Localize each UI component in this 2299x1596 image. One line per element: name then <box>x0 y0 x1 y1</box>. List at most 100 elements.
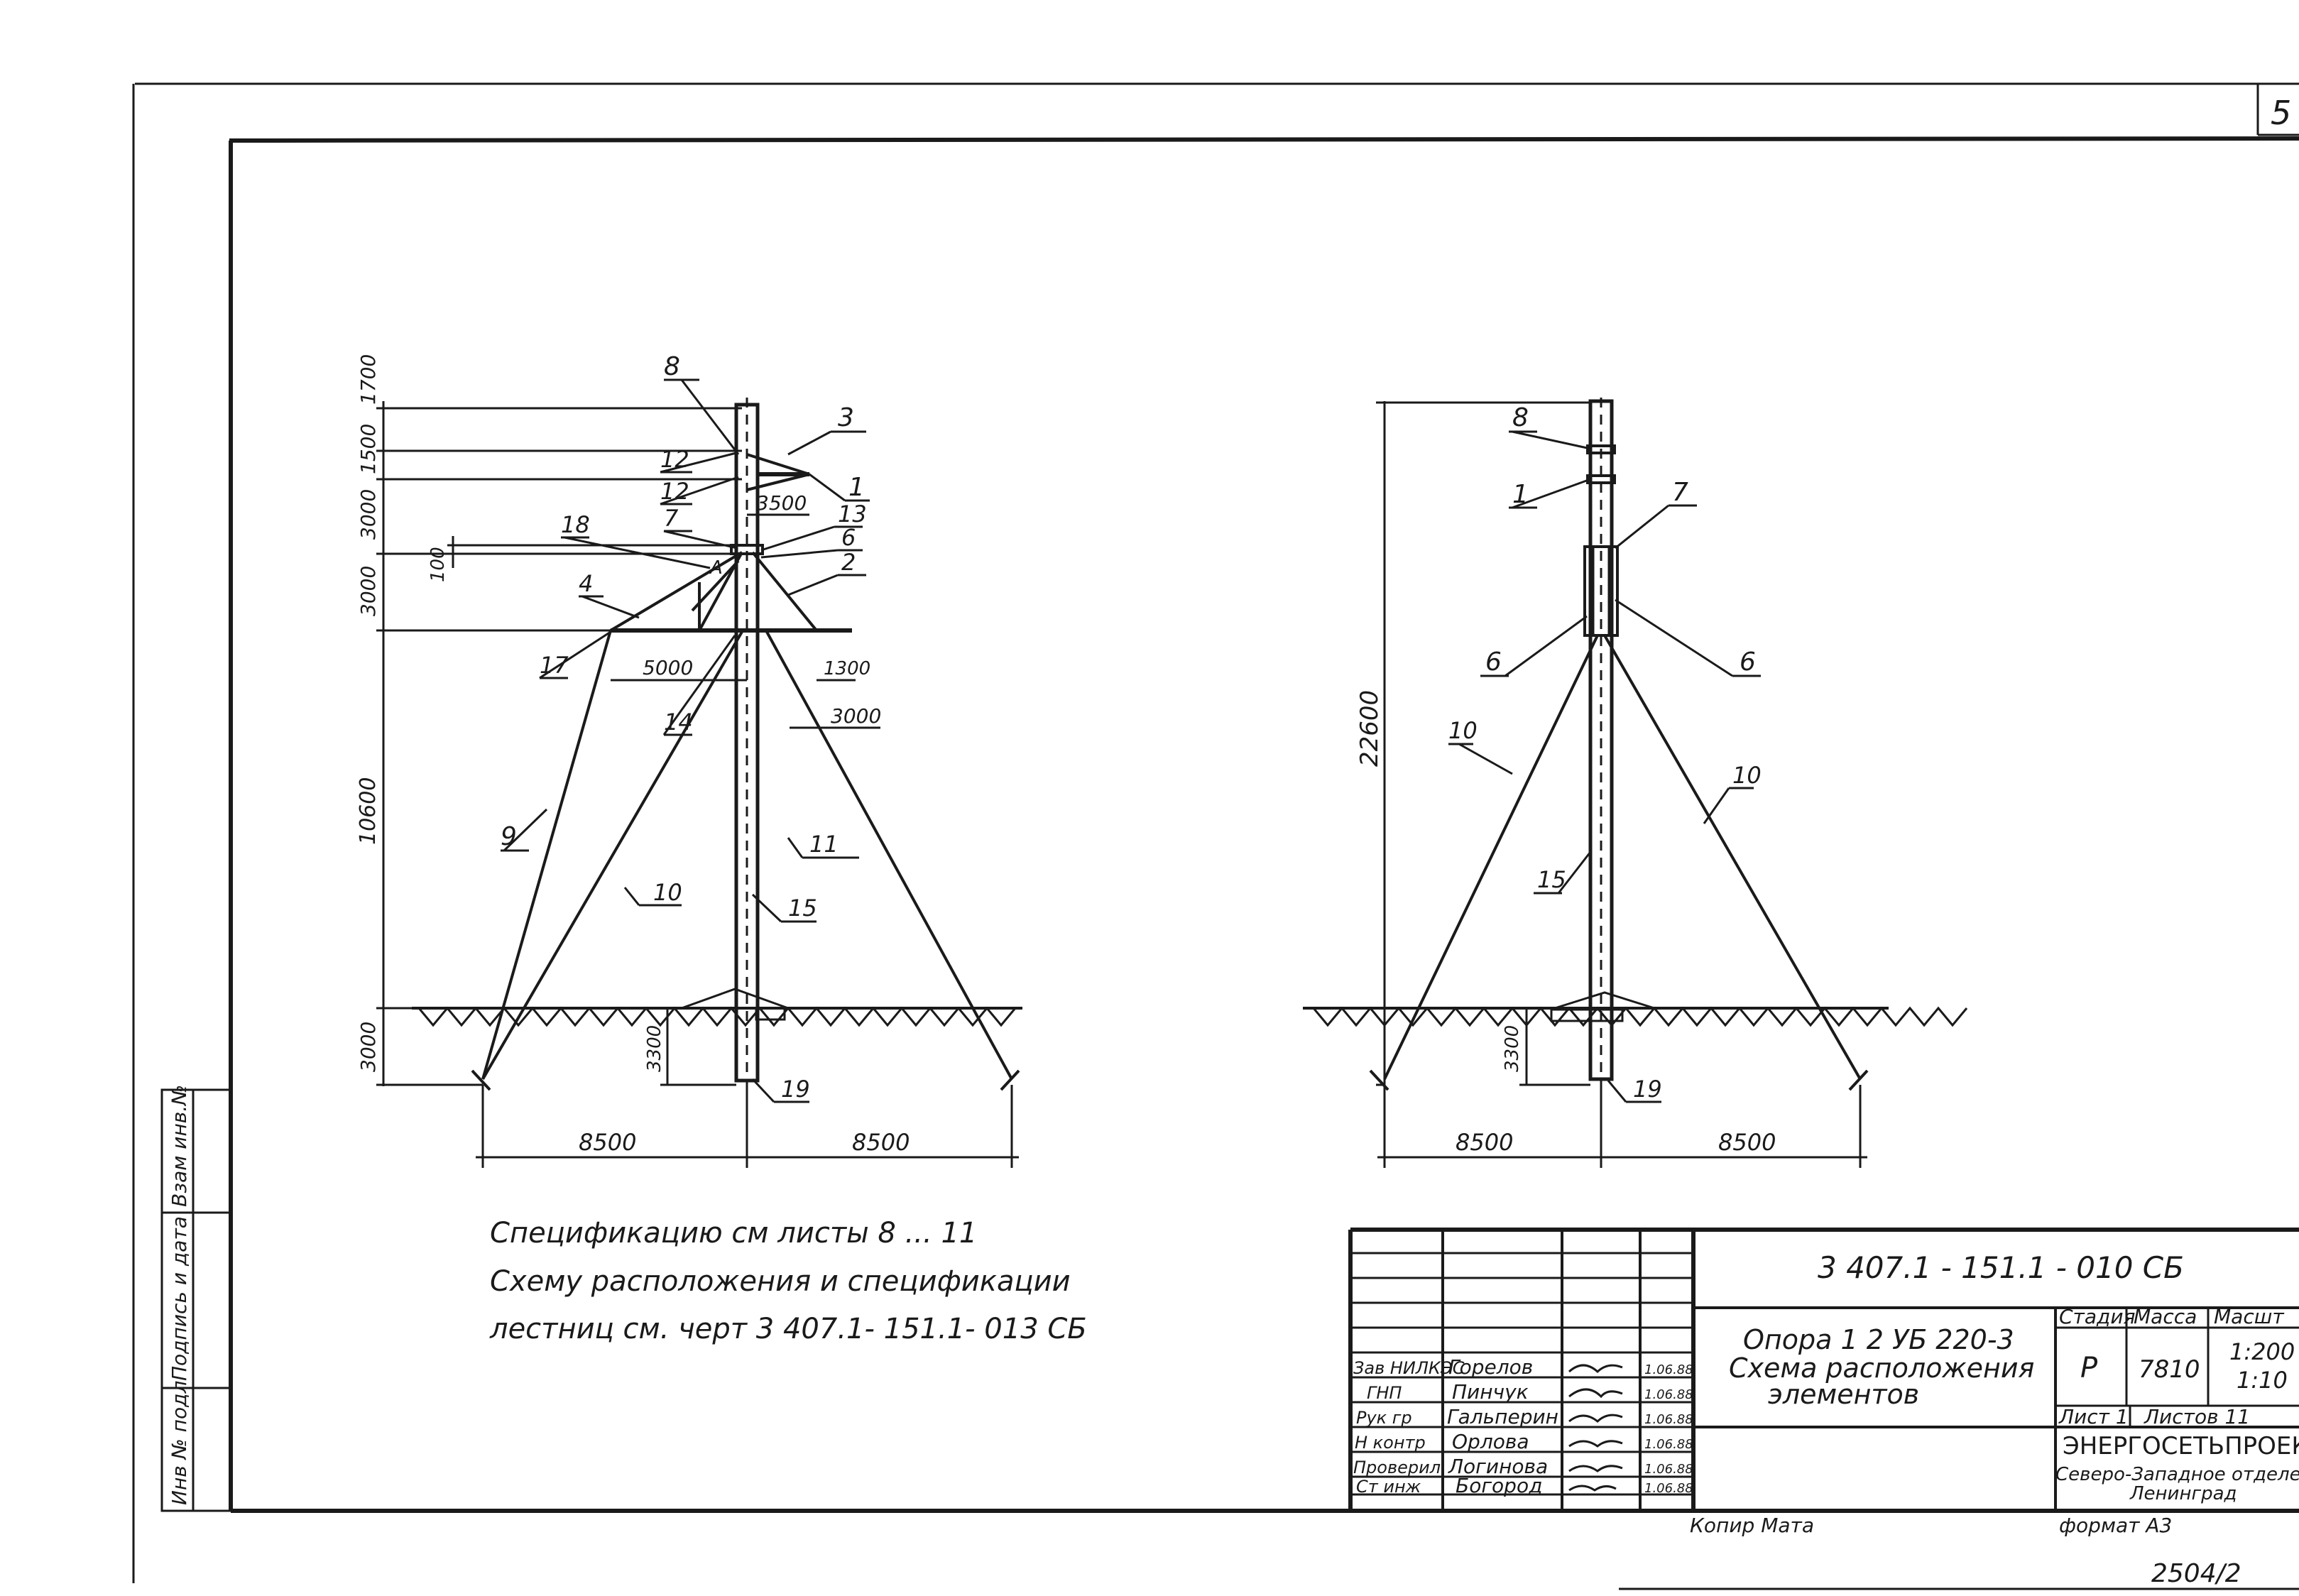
mass-value: 7810 <box>2139 1355 2200 1384</box>
left-label-2: 2 <box>841 549 856 576</box>
org-dept: Северо-Западное отделени <box>2055 1464 2299 1485</box>
signer-row: ГНП Пинчук 1.06.88 <box>1367 1380 1693 1404</box>
left-label-4: 4 <box>579 570 593 597</box>
right-label-7: 7 <box>1672 478 1688 507</box>
mass-header: Масса <box>2134 1305 2197 1328</box>
left-dim-1500: 1500 <box>356 424 380 474</box>
signature-mark <box>1568 1440 1623 1448</box>
signer-name: Богород <box>1456 1474 1542 1497</box>
left-label-11: 11 <box>809 831 839 858</box>
org-name: ЭНЕРГОСЕТЬПРОЕК <box>2063 1432 2299 1460</box>
signer-date: 1.06.88 <box>1644 1481 1693 1496</box>
left-ground-line <box>412 988 1022 1027</box>
stamp-inv-original: Инв № подл <box>168 1381 191 1505</box>
signer-date: 1.06.88 <box>1644 1462 1693 1477</box>
note-ladder-ref: лестниц см. черт 3 407.1- 151.1- 013 СБ <box>489 1313 1087 1345</box>
signer-date: 1.06.88 <box>1644 1437 1693 1452</box>
left-label-10: 10 <box>653 879 682 906</box>
right-dim-3300: 3300 <box>1502 1025 1523 1072</box>
stage-header: Стадия <box>2059 1305 2135 1328</box>
right-label-15: 15 <box>1537 866 1566 893</box>
right-label-10-left: 10 <box>1448 717 1478 744</box>
signature-mark <box>1568 1485 1617 1492</box>
left-dim-100: 100 <box>427 547 449 582</box>
left-label-8: 8 <box>664 352 680 381</box>
signer-role: Ст инж <box>1356 1477 1421 1497</box>
left-label-7: 7 <box>664 505 679 532</box>
left-tower-elevation: 1700 1500 3000 3000 10600 3000 100 3500 … <box>356 352 1022 1168</box>
note-specification: Спецификацию см листы 8 ... 11 <box>490 1217 977 1250</box>
signer-row: Зав НИЛКЭС Горелов 1.06.88 <box>1353 1355 1693 1379</box>
right-dim-base-right: 8500 <box>1718 1129 1776 1156</box>
stage-value: Р <box>2080 1352 2098 1384</box>
scale-value-2: 1:10 <box>2237 1367 2288 1394</box>
title-block: 3 407.1 - 151.1 - 010 СБ Опора 1 2 УБ 22… <box>1348 1228 2299 1537</box>
signer-name: Пинчук <box>1452 1380 1529 1404</box>
left-dim-base-right: 8500 <box>852 1129 910 1156</box>
left-dim-3000-middle: 3000 <box>356 566 380 616</box>
org-city: Ленинград <box>2129 1483 2237 1504</box>
left-label-12-upper: 12 <box>660 446 689 473</box>
drawing-title-3: элементов <box>1768 1379 1919 1410</box>
left-label-6: 6 <box>841 524 856 551</box>
signer-name: Горелов <box>1448 1355 1533 1379</box>
signer-row: Н контр Орлова 1.06.88 <box>1355 1430 1693 1453</box>
signer-row: Рук гр Гальперин 1.06.88 <box>1356 1405 1693 1428</box>
stamp-replace-inv: Взам инв.№ <box>168 1085 191 1207</box>
doc-code: 3 407.1 - 151.1 - 010 СБ <box>1818 1250 2184 1285</box>
left-label-15: 15 <box>788 895 817 922</box>
copied-by: Копир Мата <box>1690 1514 1814 1537</box>
signer-name: Логинова <box>1448 1455 1548 1478</box>
right-label-6-left: 6 <box>1485 647 1502 677</box>
right-dim-base-left: 8500 <box>1456 1129 1513 1156</box>
right-label-8: 8 <box>1512 403 1529 432</box>
scale-header: Масшт <box>2214 1305 2284 1328</box>
left-detail-letter: А <box>709 557 723 579</box>
left-label-1: 1 <box>848 473 865 502</box>
left-dim-3000-offset: 3000 <box>831 704 881 728</box>
right-label-10-right: 10 <box>1732 762 1762 789</box>
page-number: 5 <box>2271 94 2291 132</box>
right-tower-elevation: 22600 3300 8500 8500 <box>1303 398 1968 1168</box>
signature-mark <box>1568 1465 1623 1472</box>
left-dim-3000-lower: 3000 <box>356 1022 380 1072</box>
left-label-3: 3 <box>838 403 854 432</box>
left-label-9: 9 <box>501 822 517 851</box>
signer-role: Проверил <box>1353 1458 1441 1477</box>
left-dim-base-left: 8500 <box>579 1129 636 1156</box>
right-ground-line <box>1303 991 1968 1027</box>
signer-role: Рук гр <box>1356 1408 1412 1428</box>
signer-row: Ст инж Богород 1.06.88 <box>1356 1474 1693 1497</box>
signature-mark <box>1568 1414 1623 1423</box>
left-label-17: 17 <box>540 652 569 679</box>
signer-name: Орлова <box>1452 1430 1529 1453</box>
left-dim-5000: 5000 <box>643 656 693 679</box>
left-label-12-lower: 12 <box>660 478 689 505</box>
left-dim-3500: 3500 <box>756 491 807 515</box>
signer-role: Зав НИЛКЭС <box>1353 1358 1465 1378</box>
drawing-title-1: Опора 1 2 УБ 220-3 <box>1743 1324 2014 1355</box>
left-dim-1700: 1700 <box>356 354 380 405</box>
right-label-19: 19 <box>1633 1076 1662 1103</box>
stamp-signature-date: Подпись и дата <box>168 1216 191 1381</box>
sheet-format: формат А3 <box>2059 1514 2172 1537</box>
left-dim-1300: 1300 <box>824 658 870 679</box>
left-label-19: 19 <box>781 1076 810 1103</box>
archive-number: 2504/2 <box>2151 1559 2241 1588</box>
left-dim-10600: 10600 <box>356 777 381 845</box>
right-dim-22600: 22600 <box>1355 690 1384 767</box>
left-label-13: 13 <box>838 501 867 528</box>
signer-date: 1.06.88 <box>1644 1387 1693 1402</box>
signer-role: Н контр <box>1355 1433 1426 1453</box>
left-label-14: 14 <box>664 709 693 736</box>
signer-name: Гальперин <box>1447 1405 1558 1428</box>
left-dim-3300: 3300 <box>644 1025 665 1072</box>
sheets-total: Листов 11 <box>2144 1405 2250 1428</box>
right-label-1: 1 <box>1512 480 1529 509</box>
signer-role: ГНП <box>1367 1383 1402 1403</box>
left-label-18: 18 <box>561 511 590 538</box>
drawing-title-2: Схема расположения <box>1729 1352 2034 1384</box>
note-ladder-scheme: Схему расположения и спецификации <box>490 1265 1071 1298</box>
signature-mark <box>1568 1388 1623 1399</box>
